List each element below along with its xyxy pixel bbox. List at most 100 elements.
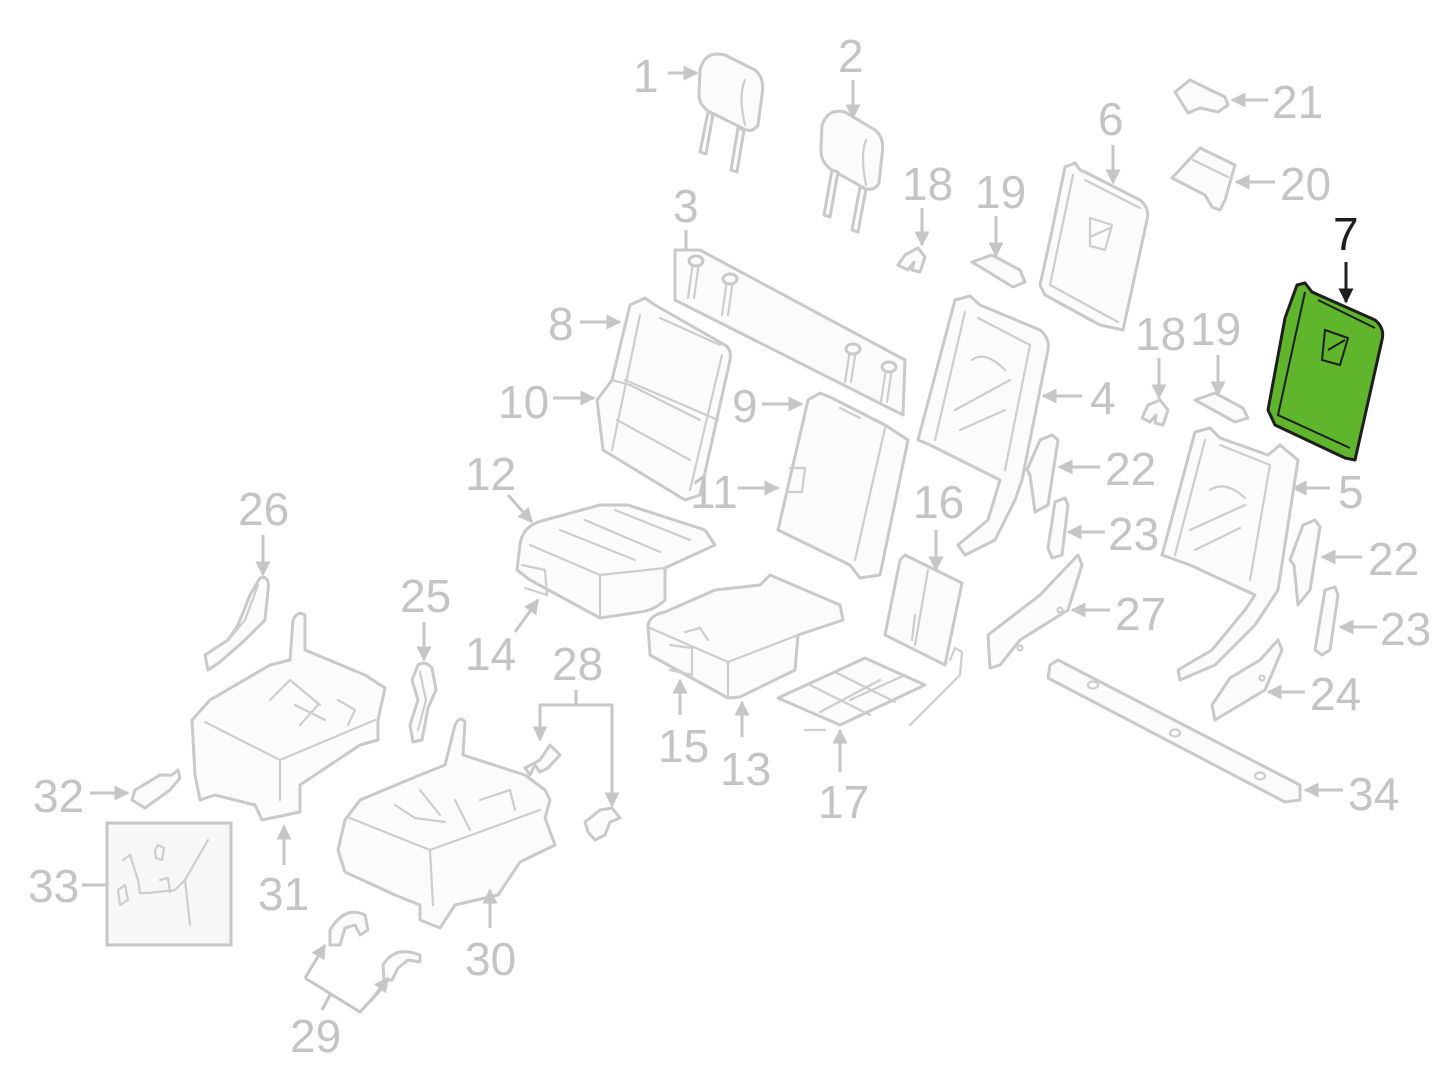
callout-label-14: 14 [465,628,516,680]
callout-24: 24 [1266,668,1361,720]
callout-label-11: 11 [690,466,738,518]
callout-11: 11 [690,466,780,518]
part-2-headrest[interactable] [819,109,885,234]
part-33-hardware-kit[interactable] [105,821,233,947]
part-23-trim-b[interactable] [1313,585,1340,657]
part-6-back-panel[interactable] [1038,161,1150,332]
callout-10: 10 [498,376,596,428]
callout-label-22a: 22 [1105,443,1156,495]
callout-8: 8 [548,298,622,350]
part-24-bracket[interactable] [1210,638,1284,722]
callout-label-24: 24 [1310,668,1361,720]
part-34-rail[interactable] [1046,658,1302,804]
part-13-seat-cushion[interactable] [646,573,845,700]
callout-32: 32 [33,770,130,822]
callout-34: 34 [1303,768,1399,820]
callout-23b: 23 [1338,603,1431,655]
part-5-seat-frame[interactable] [1160,426,1300,682]
part-25-trim[interactable] [408,661,438,744]
part-21-clip[interactable] [1173,78,1230,115]
callout-4: 4 [1041,372,1116,424]
callout-18b: 18 [1135,308,1186,400]
part-19-bracket-a[interactable] [970,253,1027,289]
callout-29: 29 [290,943,390,1062]
callout-label-18b: 18 [1135,308,1186,360]
part-4-seat-frame[interactable] [916,294,1050,557]
part-8-seatback[interactable] [595,296,732,502]
part-29-covers[interactable] [328,910,422,982]
part-1-headrest[interactable] [697,52,765,174]
part-22-trim-b[interactable] [1288,518,1322,607]
callout-label-13: 13 [720,743,771,795]
callout-label-15: 15 [658,720,709,772]
part-16-panel[interactable] [883,553,964,727]
callout-19b: 19 [1190,303,1241,397]
callout-7: 7 [1333,208,1359,304]
callout-label-3: 3 [673,180,699,232]
callout-3: 3 [673,180,699,250]
callout-30: 30 [465,888,516,985]
part-9-seatback[interactable] [776,391,910,580]
callout-label-4: 4 [1090,372,1116,424]
part-18-clip-b[interactable] [1140,398,1170,427]
callout-33: 33 [28,860,107,912]
callout-22b: 22 [1320,533,1419,585]
callout-label-31: 31 [258,868,309,920]
callout-label-22b: 22 [1368,533,1419,585]
callout-6: 6 [1098,93,1124,185]
part-32-actuator[interactable] [130,768,182,810]
callout-label-32: 32 [33,770,84,822]
part-19-bracket-b[interactable] [1193,391,1250,424]
callout-label-33: 33 [28,860,79,912]
callout-28: 28 [532,638,620,808]
part-17-mat[interactable] [776,656,927,732]
part-28-clips[interactable] [523,743,622,842]
part-23-trim-a[interactable] [1046,496,1070,560]
callout-label-17: 17 [818,776,869,828]
callout-label-12: 12 [465,448,516,500]
part-7-back-panel-highlighted[interactable] [1266,281,1385,462]
callout-label-28: 28 [552,638,603,690]
callout-label-30: 30 [465,933,516,985]
callout-label-34: 34 [1348,768,1399,820]
callout-label-21: 21 [1272,76,1323,128]
part-22-trim-a[interactable] [1025,433,1060,514]
part-3-panel[interactable] [673,248,907,417]
callout-label-5: 5 [1338,466,1364,518]
callout-15: 15 [658,678,709,772]
callout-label-1: 1 [633,50,659,102]
callout-label-20: 20 [1280,158,1331,210]
callout-label-19b: 19 [1190,303,1241,355]
callout-21: 21 [1230,76,1323,128]
callout-label-29: 29 [290,1010,341,1062]
callout-label-23b: 23 [1380,603,1431,655]
callout-label-7: 7 [1333,208,1359,260]
callout-label-9: 9 [732,380,758,432]
callout-label-19a: 19 [975,166,1026,218]
part-30-seat-base[interactable] [336,717,557,930]
callout-23a: 23 [1066,508,1159,560]
part-12-seat-cushion[interactable] [515,503,717,620]
part-27-bracket[interactable] [986,553,1084,670]
callout-label-26: 26 [238,483,289,535]
callout-label-8: 8 [548,298,574,350]
callout-19a: 19 [975,166,1026,258]
part-26-cover[interactable] [203,576,270,672]
callout-20: 20 [1234,158,1331,210]
callout-label-18a: 18 [902,158,953,210]
callout-26: 26 [238,483,289,577]
callout-5: 5 [1291,466,1364,518]
callout-31: 31 [258,824,309,920]
callout-label-16: 16 [913,476,964,528]
callout-label-6: 6 [1098,93,1124,145]
part-20-cover[interactable] [1170,146,1237,212]
callout-label-23a: 23 [1108,508,1159,560]
callout-2: 2 [838,30,864,120]
part-31-seat-base[interactable] [190,611,387,822]
callout-14: 14 [465,598,540,680]
callout-13: 13 [720,700,771,795]
callout-label-27: 27 [1115,588,1166,640]
part-18-clip-a[interactable] [896,246,927,274]
callout-label-25: 25 [400,570,451,622]
